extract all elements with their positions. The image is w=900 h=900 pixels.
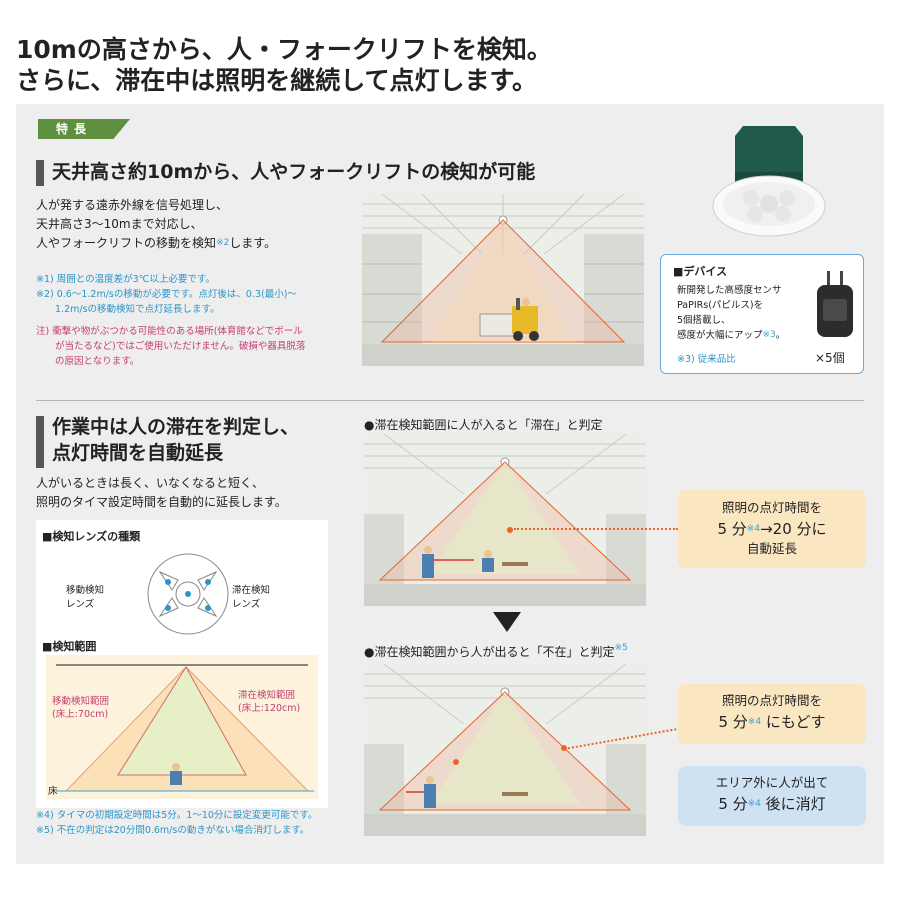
section2-title-line1: 作業中は人の滞在を判定し、 xyxy=(52,416,300,438)
note-mark: ※2 xyxy=(216,238,230,248)
callout-time: 5 分 xyxy=(717,520,747,538)
note-line: 1.2m/sの移動検知で点灯延長します。 xyxy=(36,304,220,315)
section1-body-tail: します。 xyxy=(229,236,277,250)
section-divider xyxy=(36,400,864,401)
scenario1-callout: 照明の点灯時間を 5 分※4→20 分に 自動延長 xyxy=(678,490,866,568)
device-line: 新開発した高感度センサ xyxy=(677,285,782,296)
lens-info-content: ■検知レンズの種類 移動検知 レンズ 滞在検知 レンズ ■検知範囲 xyxy=(36,520,328,808)
callout-time: 5 分 xyxy=(718,795,748,813)
section1-title-text: 天井高さ約10mから、人やフォークリフトの検知が可能 xyxy=(52,161,536,183)
callout-time-tail: にもどす xyxy=(761,713,826,731)
callout-line-3: 自動延長 xyxy=(746,541,797,556)
device-line: 感度が大幅にアップ※3。 xyxy=(677,328,785,343)
callout-time: 5 分 xyxy=(718,713,748,731)
move-range-label: 移動検知範囲 (床上:70cm) xyxy=(52,695,109,721)
callout-line-2: 5 分※4 後に消灯 xyxy=(678,793,866,815)
note-mark: ※5 xyxy=(614,643,628,653)
title-bar xyxy=(36,416,44,468)
move-range-line: 移動検知範囲 xyxy=(52,696,110,707)
section1-body-text: 人やフォークリフトの移動を検知 xyxy=(36,236,217,250)
stay-range-line: 滞在検知範囲 xyxy=(238,690,296,701)
papirs-sensor-icon xyxy=(817,271,853,337)
section2-title-line2: 点灯時間を自動延長 xyxy=(52,442,224,464)
warehouse-forklift-illustration xyxy=(362,194,644,366)
section1-body-line: 天井高さ3〜10mまで対応し、 xyxy=(36,217,203,231)
section1-title: 天井高さ約10mから、人やフォークリフトの検知が可能 xyxy=(36,158,626,188)
section2-body-line: 照明のタイマ設定時間を自動的に延長します。 xyxy=(36,495,287,509)
device-line: PaPIRs(パピルス)を xyxy=(677,300,764,311)
lens-diagram-icon xyxy=(147,553,229,635)
callout-leader-line xyxy=(514,528,678,530)
stay-detected-illustration xyxy=(364,434,646,606)
move-lens-label-line: レンズ xyxy=(66,599,95,610)
detection-range-title: ■検知範囲 xyxy=(42,640,97,653)
headline-line-2: さらに、滞在中は照明を継続して点灯します。 xyxy=(16,66,538,95)
callout-time-tail: 後に消灯 xyxy=(760,795,826,813)
stay-lens-label: 滞在検知 レンズ xyxy=(232,584,270,612)
section1-notes: ※1) 周囲との温度差が3℃以上必要です。 ※2) 0.6〜1.2m/sの移動が… xyxy=(36,272,297,317)
detection-range-diagram: 移動検知範囲 (床上:70cm) 滞在検知範囲 (床上:120cm) 床 xyxy=(46,655,318,799)
move-lens-label-line: 移動検知 xyxy=(66,585,105,596)
scenario2-callout-restore: 照明の点灯時間を 5 分※4 にもどす xyxy=(678,684,866,744)
note-line: ※2) 0.6〜1.2m/sの移動が必要です。点灯後は、0.3(最小)〜 xyxy=(36,289,297,300)
stay-range-line: (床上:120cm) xyxy=(238,703,301,714)
title-bar xyxy=(36,160,44,186)
section2-title: 作業中は人の滞在を判定し、 点灯時間を自動延長 xyxy=(36,414,356,474)
note-mark: ※4 xyxy=(747,799,761,809)
device-line: 5個搭載し、 xyxy=(677,315,731,326)
floor-label: 床 xyxy=(48,786,58,797)
scenario2-caption-text: ●滞在検知範囲から人が出ると「不在」と判定 xyxy=(364,645,615,659)
headline-line-1: 10mの高さから、人・フォークリフトを検知。 xyxy=(16,35,552,64)
note-mark: ※4 xyxy=(747,717,762,727)
section2-body: 人がいるときは長く、いなくなると短く、 照明のタイマ設定時間を自動的に延長します… xyxy=(36,474,287,512)
headline: 10mの高さから、人・フォークリフトを検知。 さらに、滞在中は照明を継続して点灯… xyxy=(16,34,552,96)
note-line: ※1) 周囲との温度差が3℃以上必要です。 xyxy=(36,274,215,285)
callout-line-1: エリア外に人が出て xyxy=(715,775,829,790)
sensor-device-photo xyxy=(705,122,830,257)
caution-line: が当たるなど)ではご使用いただけません。破損や器具脱落 xyxy=(36,341,306,352)
absence-detected-illustration xyxy=(364,664,646,836)
callout-line-1: 照明の点灯時間を xyxy=(721,500,822,515)
stay-lens-label-line: レンズ xyxy=(232,599,261,610)
device-info-box: ■デバイス 新開発した高感度センサ PaPIRs(パピルス)を 5個搭載し、 感… xyxy=(660,254,864,374)
footnotes: ※4) タイマの初期設定時間は5分。1〜10分に設定変更可能です。 ※5) 不在… xyxy=(36,808,317,838)
sensor-quantity: ×5個 xyxy=(815,351,845,365)
callout-line-1: 照明の点灯時間を xyxy=(721,693,822,708)
caution-notes: 注) 衝撃や物がぶつかる可能性のある場所(体育館などでボール が当たるなど)では… xyxy=(36,324,305,369)
scenario1-caption: ●滞在検知範囲に人が入ると「滞在」と判定 xyxy=(364,418,603,432)
stay-lens-label-line: 滞在検知 xyxy=(232,585,271,596)
callout-line-2: 5 分※4→20 分に xyxy=(678,518,866,540)
caution-line: の原因となります。 xyxy=(36,356,140,367)
lens-types-title: ■検知レンズの種類 xyxy=(42,530,141,543)
callout-line-2: 5 分※4 にもどす xyxy=(678,711,866,733)
stay-range-label: 滞在検知範囲 (床上:120cm) xyxy=(238,689,300,715)
move-lens-label: 移動検知 レンズ xyxy=(66,584,104,612)
device-line-tail: 。 xyxy=(775,330,786,341)
section2-body-line: 人がいるときは長く、いなくなると短く、 xyxy=(36,476,265,490)
footnote: ※5) 不在の判定は20分間0.6m/sの動きがない場合消灯します。 xyxy=(36,825,310,836)
device-line-text: 感度が大幅にアップ xyxy=(677,330,763,341)
scenario2-callout-off: エリア外に人が出て 5 分※4 後に消灯 xyxy=(678,766,866,826)
scenario2-caption: ●滞在検知範囲から人が出ると「不在」と判定※5 xyxy=(364,643,628,660)
device-description: 新開発した高感度センサ PaPIRs(パピルス)を 5個搭載し、 感度が大幅にア… xyxy=(677,283,785,343)
note-mark: ※4 xyxy=(746,524,761,534)
note-mark: ※3 xyxy=(762,330,776,340)
footnote: ※4) タイマの初期設定時間は5分。1〜10分に設定変更可能です。 xyxy=(36,810,318,821)
section1-body-line: 人が発する遠赤外線を信号処理し、 xyxy=(36,198,229,212)
move-range-line: (床上:70cm) xyxy=(52,709,109,720)
callout-time-tail: →20 分に xyxy=(760,520,827,538)
section1-body-line: 人やフォークリフトの移動を検知※2します。 xyxy=(36,234,276,253)
down-arrow-icon xyxy=(493,612,521,632)
caution-line: 注) 衝撃や物がぶつかる可能性のある場所(体育館などでボール xyxy=(36,326,303,337)
section1-body: 人が発する遠赤外線を信号処理し、 天井高さ3〜10mまで対応し、 人やフォークリ… xyxy=(36,196,276,253)
device-title: ■デバイス xyxy=(673,265,728,278)
device-note: ※3) 従来品比 xyxy=(677,354,736,365)
feature-tag: 特長 xyxy=(38,119,130,139)
